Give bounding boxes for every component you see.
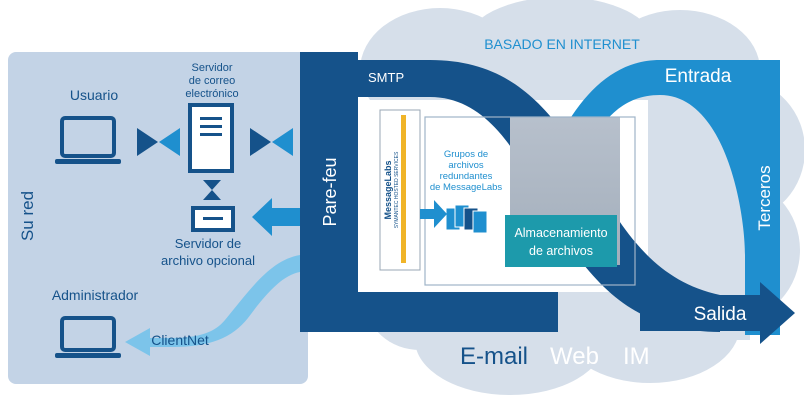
clientnet-label: ClientNet bbox=[151, 332, 209, 348]
file-stack-icon bbox=[445, 204, 488, 234]
groups-label-4: de MessageLabs bbox=[430, 182, 503, 193]
clientnet-arrow bbox=[125, 255, 300, 356]
firewall-column bbox=[300, 52, 358, 332]
third-parties-label: Terceros bbox=[755, 165, 774, 230]
mail-server-label-3: electrónico bbox=[185, 88, 238, 100]
messagelabs-brand: MessageLabs bbox=[383, 160, 393, 219]
admin-laptop-icon bbox=[55, 316, 121, 358]
outbound-loop-right bbox=[548, 60, 780, 335]
groups-label-2: archivos bbox=[448, 160, 484, 171]
archive-ingest-arrow bbox=[420, 200, 447, 228]
messagelabs-badge bbox=[379, 109, 421, 271]
service-email: E-mail bbox=[460, 343, 528, 370]
outbound-label: Salida bbox=[694, 304, 747, 325]
inbound-loop-left bbox=[358, 60, 720, 332]
service-im: IM bbox=[623, 343, 650, 370]
smtp-label: SMTP bbox=[368, 70, 404, 85]
admin-label: Administrador bbox=[52, 287, 139, 303]
mail-server-icon bbox=[188, 103, 234, 173]
file-server-icon bbox=[191, 206, 235, 232]
cloud-title: BASADO EN INTERNET bbox=[484, 36, 640, 52]
network-label: Su red bbox=[18, 191, 37, 241]
hourglass-icon bbox=[203, 180, 221, 200]
user-label: Usuario bbox=[70, 87, 118, 103]
messagelabs-tagline: SYMANTEC HOSTED SERVICES bbox=[394, 151, 400, 228]
file-server-label-2: archivo opcional bbox=[161, 253, 255, 268]
outbound-arrow bbox=[640, 282, 795, 344]
groups-label-3: redundantes bbox=[440, 171, 493, 182]
loop-bottom-band bbox=[358, 292, 558, 332]
mail-server-label-2: de correo bbox=[189, 75, 235, 87]
inbound-label: Entrada bbox=[665, 66, 732, 87]
messagelabs-accent-bar bbox=[401, 115, 406, 263]
storage-label-1: Almacenamiento bbox=[514, 226, 607, 240]
firewall-label: Pare-feu bbox=[320, 157, 340, 226]
archive-groups-frame bbox=[424, 116, 636, 286]
service-web: Web bbox=[550, 343, 599, 370]
file-server-label-1: Servidor de bbox=[175, 236, 241, 251]
firewall-to-file-server-arrow bbox=[252, 198, 300, 236]
user-laptop-icon bbox=[55, 116, 121, 164]
user-to-server-connector-icon bbox=[137, 128, 180, 156]
server-to-firewall-connector-icon bbox=[250, 128, 293, 156]
storage-label-2: de archivos bbox=[529, 244, 593, 258]
file-storage-box bbox=[505, 215, 617, 267]
mail-server-label-1: Servidor bbox=[192, 62, 233, 74]
groups-label-1: Grupos de bbox=[444, 149, 488, 160]
